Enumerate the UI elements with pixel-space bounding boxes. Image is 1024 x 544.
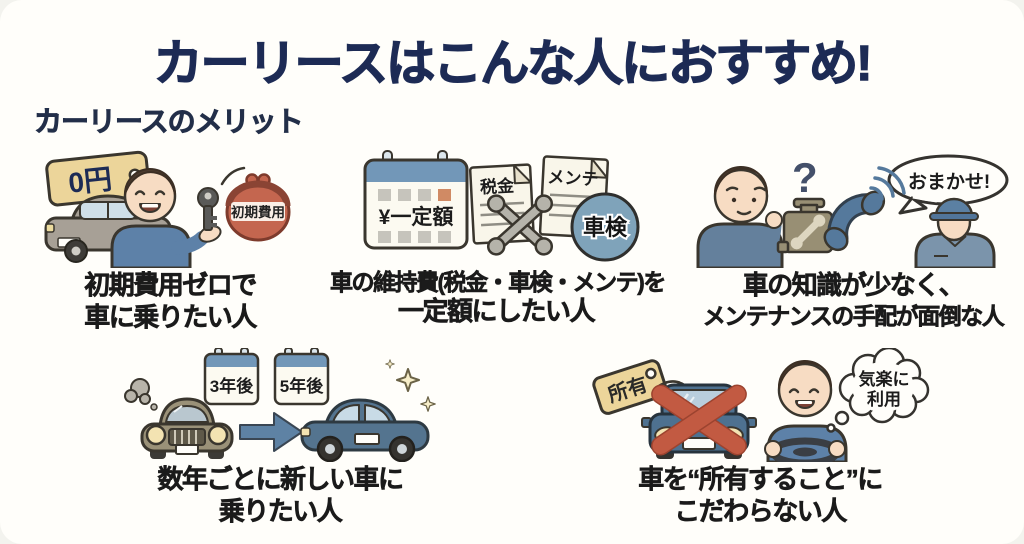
caption-line: 車の知識が少なく、 <box>742 270 965 301</box>
svg-text:車検: 車検 <box>583 215 628 240</box>
inspection-badge: 車検 <box>570 192 640 262</box>
section-subtitle: カーリースのメリット <box>34 106 304 138</box>
question-mark: ? <box>792 154 818 201</box>
caption-line: メンテナンスの手配が面倒な人 <box>702 302 1005 329</box>
svg-text:メンテ: メンテ <box>547 168 599 190</box>
panel-new-car-cycle: 3年後 5年後 <box>112 348 448 527</box>
crossed-car-icon <box>641 383 757 459</box>
phone-icon <box>823 190 886 252</box>
mechanic-icon <box>914 197 996 268</box>
person-icon <box>110 168 222 268</box>
car-replacement-illustration: 3年後 5年後 <box>124 348 436 462</box>
svg-text:利用: 利用 <box>867 389 901 409</box>
caption-line: 数年ごとに新しい車に <box>157 464 404 495</box>
sparkle-icon <box>385 359 436 412</box>
driver-icon <box>764 360 848 462</box>
arrow-icon <box>239 412 303 452</box>
panel-zero-initial-cost: 0円 <box>28 146 312 333</box>
svg-text:おまかせ!: おまかせ! <box>908 171 990 193</box>
caption-line: 乗りたい人 <box>218 495 343 526</box>
caption-line: こだわらない人 <box>674 495 848 526</box>
low-knowledge-illustration: おまかせ! ? <box>696 154 1009 268</box>
caption-line: 一定額にしたい人 <box>397 296 596 327</box>
exhaust-smoke-icon <box>124 378 158 411</box>
signal-waves-icon <box>869 166 906 201</box>
svg-text:3年後: 3年後 <box>210 376 254 396</box>
svg-text:¥一定額: ¥一定額 <box>379 205 454 229</box>
page-title: カーリースはこんな人におすすめ! <box>153 36 873 91</box>
zero-cost-illustration: 0円 <box>44 150 291 268</box>
speech-bubble: おまかせ! <box>887 154 1009 215</box>
panel-caption: 数年ごとに新しい車に 乗りたい人 <box>112 464 448 527</box>
fixed-cost-illustration: ¥一定額 税金 メンテ <box>363 150 640 262</box>
thought-bubble: 気楽に 利用 <box>826 348 930 433</box>
coin-purse-icon: 初期費用 <box>225 173 291 242</box>
old-car-icon <box>140 397 234 459</box>
ownership-tag-icon: 所有 <box>592 359 668 415</box>
swoosh-line <box>220 166 246 186</box>
calendar-5years-icon: 5年後 <box>273 348 330 406</box>
no-ownership-illustration: 所有 <box>592 348 930 462</box>
panel-no-ownership: 所有 <box>584 348 936 527</box>
panel-caption: 車を“所有すること”に こだわらない人 <box>584 464 936 527</box>
panel-fixed-cost: ¥一定額 税金 メンテ <box>330 150 667 328</box>
svg-text:初期費用: 初期費用 <box>231 204 285 220</box>
calendar-icon: ¥一定額 <box>363 150 469 250</box>
caption-line: 車に乗りたい人 <box>84 301 258 332</box>
cross-icon <box>651 384 747 456</box>
panel-caption: 車の維持費(税金・車検・メンテ)を 一定額にしたい人 <box>330 268 667 328</box>
puzzled-person-icon <box>696 166 784 268</box>
caption-line: 初期費用ゼロで <box>84 270 258 301</box>
panel-caption: 初期費用ゼロで 車に乗りたい人 <box>28 270 312 333</box>
new-car-icon <box>300 398 430 462</box>
svg-text:0円: 0円 <box>67 163 114 198</box>
wrench-icon <box>486 194 554 256</box>
panel-low-knowledge: おまかせ! ? <box>682 148 1024 330</box>
key-icon <box>197 187 219 231</box>
calendar-3years-icon: 3年後 <box>203 348 260 406</box>
svg-text:5年後: 5年後 <box>280 376 324 396</box>
panel-caption: 車の知識が少なく、 メンテナンスの手配が面倒な人 <box>682 270 1024 330</box>
caption-line: 車の維持費(税金・車検・メンテ)を <box>330 269 667 296</box>
caption-line: 車を“所有すること”に <box>638 464 884 495</box>
svg-text:税金: 税金 <box>480 175 516 197</box>
svg-text:気楽に: 気楽に <box>858 369 910 389</box>
